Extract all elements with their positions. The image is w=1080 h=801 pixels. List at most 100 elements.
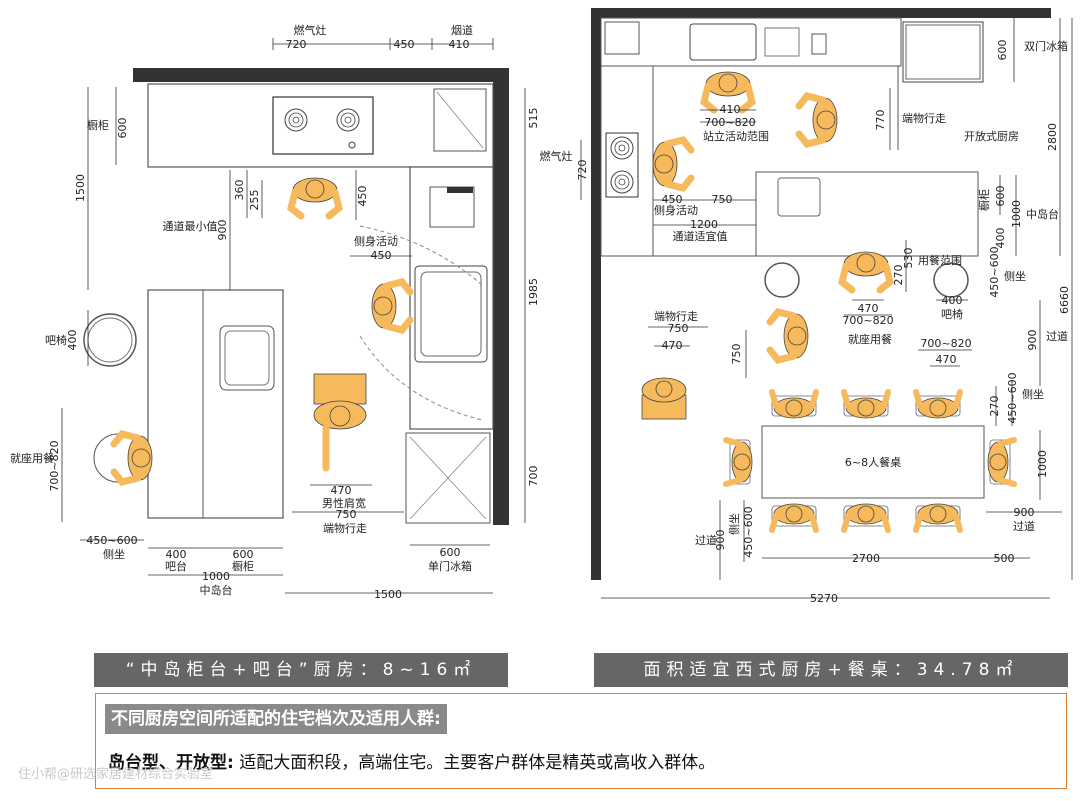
label-carry: 端物行走	[902, 111, 946, 125]
dim-1985: 1985	[527, 278, 540, 306]
summary-bold: 岛台型、开放型:	[108, 753, 234, 773]
dim-470-r2: 470	[936, 353, 957, 366]
dim-900-pass: 900	[1026, 330, 1039, 351]
dim-270-r2: 270	[988, 396, 1001, 417]
label-open-kitchen: 开放式厨房	[964, 129, 1019, 143]
left-person-sink	[372, 282, 410, 330]
label-stove: 燃气灶	[294, 23, 327, 37]
right-person-walker	[641, 377, 687, 420]
dim-fridge-depth: 600	[996, 40, 1009, 61]
label-carry2: 端物行走	[654, 309, 698, 323]
label-fridge: 单门冰箱	[428, 559, 472, 573]
dim-500: 500	[994, 552, 1015, 565]
label-seated-dining: 就座用餐	[10, 451, 54, 465]
dim-700: 700	[527, 466, 540, 487]
dim-600-cab: 600	[116, 118, 129, 139]
right-fridge	[902, 21, 984, 83]
right-stool-2	[933, 262, 969, 298]
label-dining-range: 用餐范围	[918, 253, 962, 267]
label-seated-r: 就座用餐	[848, 332, 892, 346]
dim-400-stool: 400	[942, 294, 963, 307]
label-side2: 侧坐	[1022, 388, 1044, 401]
dim-carry2-v: 750	[730, 344, 743, 365]
label-aisle: 通道最小值	[163, 219, 218, 233]
dim-770: 770	[874, 110, 887, 131]
dim-1500-bottom: 1500	[374, 588, 402, 601]
label-stand-range: 站立活动范围	[703, 129, 769, 143]
dim-1500-left: 1500	[74, 174, 87, 202]
dim-cab-r: 600	[994, 186, 1007, 207]
dim-5270: 5270	[810, 592, 838, 605]
label-stove-r: 燃气灶	[540, 149, 573, 163]
label-island-r: 中岛台	[1026, 207, 1059, 221]
right-person-stove	[653, 140, 691, 188]
right-stove	[605, 132, 639, 198]
caption-right: 面积适宜西式厨房+餐桌：34.78㎡	[594, 653, 1068, 687]
left-wall-right	[493, 68, 509, 525]
label-side-seat: 侧坐	[103, 548, 125, 561]
dim-700-820: 700~820	[48, 440, 61, 491]
summary-heading: 不同厨房空间所适配的住宅档次及适用人群:	[105, 704, 447, 734]
dim-470-r: 470	[858, 302, 879, 315]
right-dims-text: 双门冰箱 600 410 700~820 站立活动范围 燃气灶 720 770 …	[540, 39, 1072, 605]
label-left-pass: 过道	[695, 533, 717, 547]
dim-carry2: 750	[668, 322, 689, 335]
dim-900-aisle: 900	[216, 220, 229, 241]
label-cabinet: 橱柜	[87, 118, 109, 132]
label-left-side: 侧坐	[728, 513, 741, 535]
left-sink	[414, 265, 488, 363]
left-dims-text: 720 450 410 燃气灶 烟道 橱柜 600 1500 360 255 4…	[10, 23, 540, 601]
dim-720: 720	[286, 38, 307, 51]
summary-box: 不同厨房空间所适配的住宅档次及适用人群: 岛台型、开放型: 适配大面积段，高端住…	[95, 693, 1067, 789]
label-stool-r: 吧椅	[941, 307, 963, 321]
dim-255: 255	[248, 190, 261, 211]
dim-carry2-sub: 470	[662, 339, 683, 352]
dim-400-r: 400	[994, 228, 1007, 249]
label-stool: 吧椅	[45, 333, 67, 347]
label-side-seat-r: 侧坐	[1004, 270, 1026, 283]
dim-470: 470	[331, 484, 352, 497]
right-wall-left	[591, 8, 601, 580]
dim-2700: 2700	[852, 552, 880, 565]
dim-6660: 6660	[1058, 286, 1071, 314]
dim-700-820-r3: 700~820	[920, 337, 971, 350]
right-sink	[689, 23, 757, 61]
dim-2800: 2800	[1046, 123, 1059, 151]
caption-left: “中岛柜台+吧台”厨房：8~16㎡	[94, 653, 508, 687]
right-person-seated	[770, 312, 808, 360]
label-double-fridge: 双门冰箱	[1024, 39, 1068, 53]
label-table: 6~8人餐桌	[845, 455, 901, 469]
right-plan: 双门冰箱 600 410 700~820 站立活动范围 燃气灶 720 770 …	[540, 8, 1073, 605]
right-wall-top	[591, 8, 1051, 18]
label-side-act: 侧身活动	[654, 203, 698, 217]
label-flue: 烟道	[451, 23, 473, 37]
label-pass2: 过道	[1046, 329, 1068, 343]
dim-island-1000: 1000	[202, 570, 230, 583]
dim-410: 410	[449, 38, 470, 51]
left-wall-top	[133, 68, 509, 82]
dim-side-activity: 450	[371, 249, 392, 262]
dim-left-pass: 900	[714, 530, 727, 551]
watermark: 住小帮@研选家居建材综合实验室	[18, 767, 214, 782]
dim-750-walk: 750	[336, 508, 357, 521]
dim-1000-r: 1000	[1010, 200, 1023, 228]
label-cab: 橱柜	[232, 559, 254, 573]
dim-450: 450	[394, 38, 415, 51]
label-walk: 端物行走	[323, 521, 367, 535]
summary-line: 岛台型、开放型: 适配大面积段，高端住宅。主要客户群体是精英或高收入群体。	[108, 748, 715, 773]
dim-750-r: 750	[712, 193, 733, 206]
dim-360: 360	[233, 180, 246, 201]
dim-515: 515	[527, 108, 540, 129]
label-island: 中岛台	[200, 583, 233, 597]
dim-720-r: 720	[576, 160, 589, 181]
left-person-stove	[291, 178, 339, 216]
left-plan: 720 450 410 燃气灶 烟道 橱柜 600 1500 360 255 4…	[10, 23, 540, 601]
label-pass3: 过道	[1013, 519, 1035, 533]
dim-bar-400: 400	[166, 548, 187, 561]
left-person-carry	[313, 373, 367, 472]
label-side-activity: 侧身活动	[354, 234, 398, 248]
label-bar: 吧台	[165, 559, 187, 573]
dim-900-table: 900	[1014, 506, 1035, 519]
left-stove	[272, 96, 374, 155]
